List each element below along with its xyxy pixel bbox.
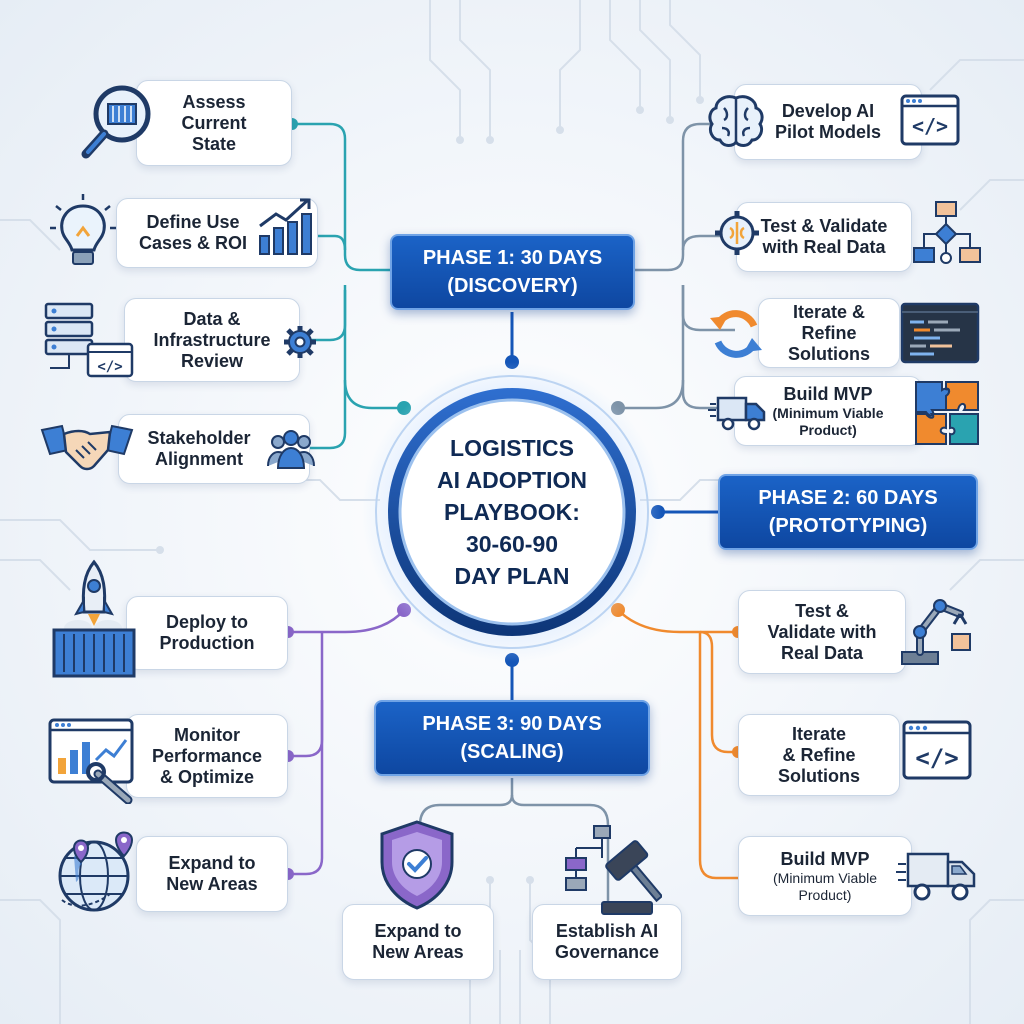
phase2-subtitle: (PROTOTYPING) [768, 515, 928, 537]
truck-icon [896, 852, 976, 901]
code-window-icon: </> [900, 94, 960, 146]
card-label: Monitor Performance & Optimize [151, 724, 263, 787]
phase2-upper-connectors [618, 122, 735, 410]
card-label: Iterate & Refine Solutions [788, 301, 870, 364]
phase1-banner: PHASE 1: 30 DAYS (DISCOVERY) [390, 234, 635, 310]
card-label: Build MVP [783, 383, 873, 404]
globe-pin-icon [58, 831, 134, 912]
card-label: Build MVP [780, 848, 870, 869]
handshake-icon [40, 424, 134, 471]
card-label: Define Use Cases & ROI [138, 212, 248, 253]
phase2-card-develop-pilot: Develop AI Pilot Models [734, 84, 922, 160]
card-label: Data & Infrastructure Review [153, 308, 271, 371]
playbook-title: LOGISTICS AI ADOPTION PLAYBOOK: 30-60-90… [437, 435, 587, 589]
code-window-icon: </> [902, 720, 972, 780]
phase3-title: PHASE 3: 90 DAYS [422, 713, 602, 735]
phase1-title: PHASE 1: 30 DAYS [422, 247, 603, 269]
phase3-card-monitor: Monitor Performance & Optimize [126, 714, 288, 798]
phase2-card-iterate-lower: Iterate & Refine Solutions [738, 714, 900, 796]
svg-text:</>: </> [915, 744, 958, 772]
phase3-subtitle: (SCALING) [460, 741, 564, 763]
bar-chart-growth-icon [259, 198, 312, 255]
puzzle-icon [915, 381, 979, 445]
phase2-banner: PHASE 2: 60 DAYS (PROTOTYPING) [718, 474, 978, 550]
phase2-title: PHASE 2: 60 DAYS [758, 487, 938, 509]
refresh-icon [710, 310, 762, 358]
card-label: Deploy to Production [159, 612, 255, 653]
monitor-wrench-icon [48, 718, 134, 804]
svg-text:</>: </> [97, 359, 122, 375]
phase2-card-test-validate-lower: Test & Validate with Real Data [738, 590, 906, 674]
gear-brain-icon [715, 211, 759, 255]
gavel-icon [565, 825, 662, 915]
phase1-card-assess: Assess Current State [136, 80, 292, 166]
brain-icon [708, 95, 764, 147]
robot-arm-icon [901, 599, 971, 665]
phase2-card-build-mvp-lower: Build MVP (Minimum Viable Product) [738, 836, 912, 916]
card-sublabel: (Minimum Viable Product) [772, 404, 884, 438]
card-label: Develop AI Pilot Models [774, 101, 881, 142]
shield-check-icon [380, 820, 454, 910]
card-label: Test & Validate with Real Data [767, 600, 877, 663]
phase3-card-expand-left: Expand to New Areas [136, 836, 288, 912]
card-label: Assess Current State [181, 91, 247, 154]
phase1-card-define-use-cases: Define Use Cases & ROI [116, 198, 318, 268]
phase1-card-data-infrastructure: Data & Infrastructure Review [124, 298, 300, 382]
lightbulb-icon [50, 194, 116, 265]
card-sublabel: (Minimum Viable Product) [773, 869, 877, 903]
code-editor-icon [900, 302, 980, 364]
phase2-card-test-validate-upper: Test & Validate with Real Data [736, 202, 912, 272]
phase3-card-deploy: Deploy to Production [126, 596, 288, 670]
phase2-card-build-mvp-upper: Build MVP (Minimum Viable Product) [734, 376, 922, 446]
phase1-connectors [292, 122, 404, 450]
card-label: Iterate & Refine Solutions [778, 723, 860, 786]
card-label: Expand to New Areas [166, 853, 258, 894]
phase1-subtitle: (DISCOVERY) [447, 275, 578, 297]
gear-icon [284, 326, 316, 358]
phase3-banner: PHASE 3: 90 DAYS (SCALING) [374, 700, 650, 776]
magnifier-container-icon [81, 85, 151, 159]
team-icon [267, 430, 315, 469]
rocket-icon [52, 559, 136, 678]
card-label: Expand to New Areas [372, 921, 464, 962]
flowchart-icon [913, 201, 981, 264]
card-label: Establish AI Governance [554, 921, 660, 962]
phase3-card-governance: Establish AI Governance [532, 904, 682, 980]
svg-text:</>: </> [912, 114, 948, 138]
truck-icon [708, 396, 766, 431]
server-icon: </> [44, 302, 134, 378]
phase2-card-iterate-upper: Iterate & Refine Solutions [758, 298, 900, 368]
phase3-card-expand-bottom: Expand to New Areas [342, 904, 494, 980]
card-label: Stakeholder Alignment [147, 428, 251, 469]
card-label: Test & Validate with Real Data [760, 216, 888, 257]
